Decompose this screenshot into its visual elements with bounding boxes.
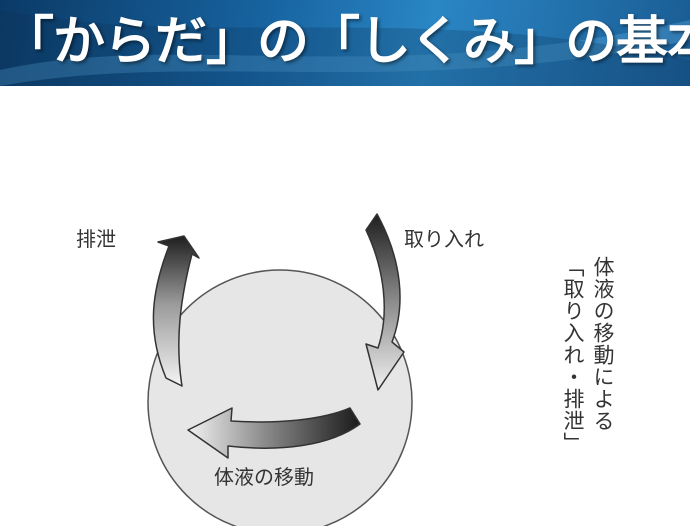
page-title: 「からだ」の「しくみ」の基本 xyxy=(2,11,690,72)
excretion-arrow xyxy=(152,235,200,387)
fluid-movement-label: 体液の移動 xyxy=(214,465,314,489)
body-circle xyxy=(147,269,413,530)
intake-arrow xyxy=(365,213,405,391)
excretion-label: 排泄 xyxy=(76,227,116,251)
header-banner: 「からだ」の「しくみ」の基本 xyxy=(0,0,690,86)
banner-swoosh-decoration xyxy=(0,10,690,86)
vertical-caption-line-2: 「取り入れ・排泄」 xyxy=(561,256,585,454)
vertical-caption-line-1: 体液の移動による xyxy=(591,256,615,432)
intake-label: 取り入れ xyxy=(404,227,484,251)
fluid-movement-arrow xyxy=(187,407,361,459)
